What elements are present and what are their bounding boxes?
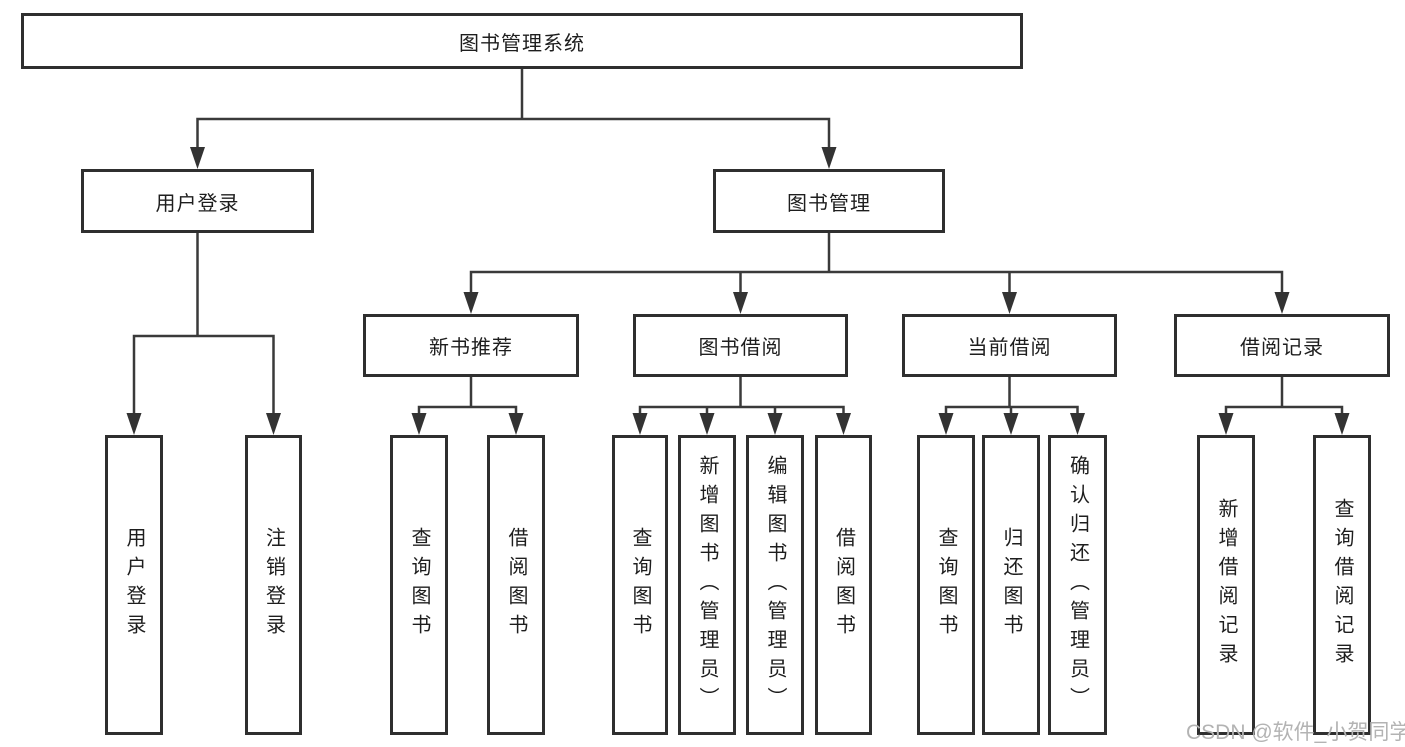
leaf-return-books-label: 归还图书 [1000,527,1022,643]
leaf-borrow-books-borrowing: 借阅图书 [815,435,872,735]
leaf-borrow-books-recommend: 借阅图书 [487,435,545,735]
node-library-system: 图书管理系统 [21,13,1023,69]
node-user-login-branch: 用户登录 [81,169,314,233]
arrowheads [126,147,1350,435]
node-new-book-recommend: 新书推荐 [363,314,579,377]
leaf-query-books-borrowing-label: 查询图书 [629,527,651,643]
leaf-confirm-return-admin: 确认归还（管理员） [1048,435,1107,735]
leaf-user-login-label: 用户登录 [123,527,145,643]
node-borrowing-records-label: 借阅记录 [1240,337,1324,359]
node-book-management-label: 图书管理 [787,192,871,215]
node-current-borrowing-label: 当前借阅 [967,337,1052,359]
leaf-borrow-books-recommend-label: 借阅图书 [505,527,527,643]
leaf-edit-book-admin: 编辑图书（管理员） [746,435,804,735]
leaf-query-borrow-record: 查询借阅记录 [1313,435,1371,735]
leaf-user-login: 用户登录 [105,435,163,735]
node-current-borrowing: 当前借阅 [902,314,1117,377]
node-book-borrowing-label: 图书借阅 [698,337,783,359]
leaf-return-books: 归还图书 [982,435,1040,735]
leaf-confirm-return-admin-label: 确认归还（管理员） [1066,454,1089,716]
leaf-add-borrow-record-label: 新增借阅记录 [1215,498,1237,672]
leaf-query-books-recommend: 查询图书 [390,435,448,735]
node-borrowing-records: 借阅记录 [1174,314,1390,377]
node-user-login-branch-label: 用户登录 [155,192,240,215]
node-book-borrowing: 图书借阅 [633,314,848,377]
leaf-edit-book-admin-label: 编辑图书（管理员） [764,454,786,716]
leaf-logout: 注销登录 [245,435,302,735]
leaf-query-books-recommend-label: 查询图书 [408,527,430,643]
node-new-book-recommend-label: 新书推荐 [429,337,513,359]
leaf-add-book-admin: 新增图书（管理员） [678,435,736,735]
leaf-add-book-admin-label: 新增图书（管理员） [696,454,718,716]
leaf-query-books-borrowing: 查询图书 [612,435,668,735]
csdn-watermark: CSDN @软件_小贺同学 [1186,721,1405,744]
leaf-logout-label: 注销登录 [262,527,285,643]
leaf-query-books-current-label: 查询图书 [935,527,957,643]
node-book-management: 图书管理 [713,169,945,233]
leaf-add-borrow-record: 新增借阅记录 [1197,435,1255,735]
leaf-query-borrow-record-label: 查询借阅记录 [1331,498,1353,672]
node-library-system-label: 图书管理系统 [459,32,585,55]
leaf-borrow-books-borrowing-label: 借阅图书 [832,527,855,643]
leaf-query-books-current: 查询图书 [917,435,975,735]
